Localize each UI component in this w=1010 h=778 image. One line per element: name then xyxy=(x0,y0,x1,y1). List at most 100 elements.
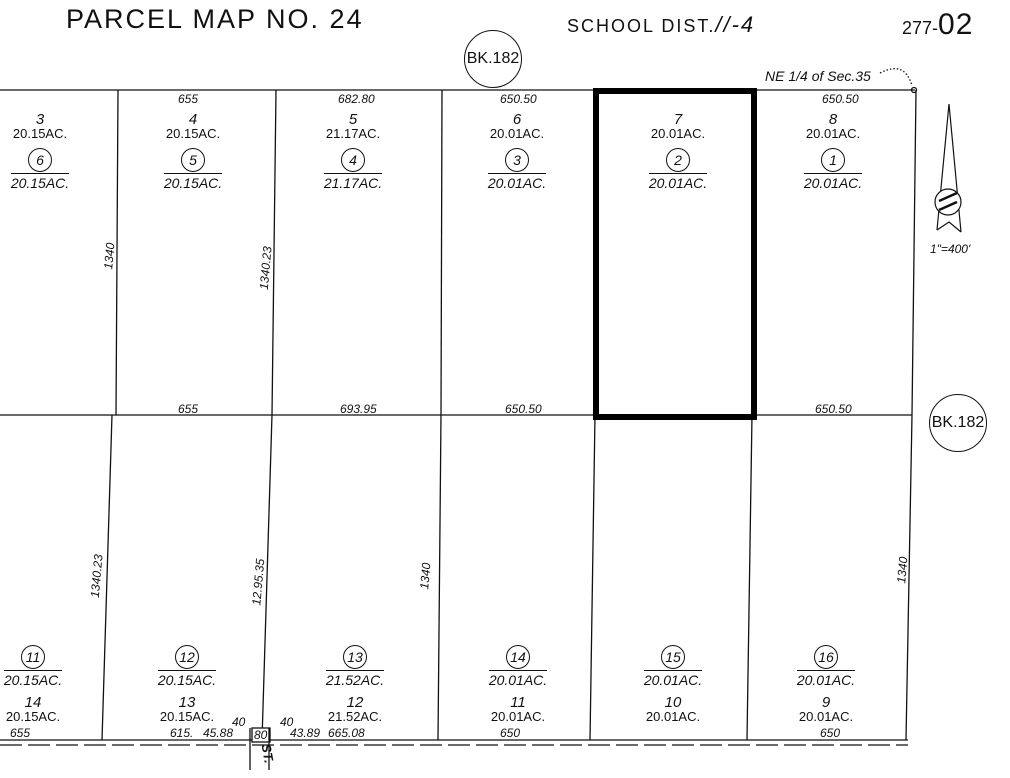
parcel-acreage: 20.01AC. xyxy=(796,670,856,688)
street-label: ST. xyxy=(258,742,277,765)
dim-bottom-1: 655 xyxy=(10,726,31,740)
lot-number: 13 xyxy=(178,694,196,711)
dim-bottom-5: 665.08 xyxy=(328,726,365,740)
street-width: 80 xyxy=(254,728,268,742)
parcel-acreage: 20.01AC. xyxy=(648,173,708,191)
lot-number: 5 xyxy=(348,111,358,128)
vdim-top-2: 1340.23 xyxy=(256,245,275,291)
lot-number: 10 xyxy=(664,694,682,711)
parcel-number-circle: 6 xyxy=(28,148,52,172)
lot-number: 9 xyxy=(821,694,831,711)
parcel-number-circle: 5 xyxy=(181,148,205,172)
parcel-number-circle: 11 xyxy=(21,645,45,669)
lot-number: 3 xyxy=(35,111,45,128)
dim-top-1: 655 xyxy=(178,92,199,106)
school-district-label: SCHOOL DIST. xyxy=(567,16,716,36)
vdim-bottom-4: 1340 xyxy=(894,556,911,584)
dim-bottom-7: 650 xyxy=(820,726,841,740)
parcel-number-circle: 2 xyxy=(666,148,690,172)
parcel-acreage: 20.15AC. xyxy=(10,173,70,191)
map-title: PARCEL MAP NO. 24 xyxy=(66,4,364,34)
vdim-bottom-1: 1340.23 xyxy=(87,553,106,599)
parcel-number-circle: 16 xyxy=(814,645,838,669)
parcel-number-circle: 12 xyxy=(175,645,199,669)
school-district-value: //-4 xyxy=(715,12,756,37)
dim-bottom-6: 650 xyxy=(500,726,521,740)
parcel-number-circle: 15 xyxy=(661,645,685,669)
sheet-number: 277-02 xyxy=(902,8,973,42)
lot-acreage: 20.01AC. xyxy=(645,709,701,724)
lot-acreage: 21.52AC. xyxy=(327,709,383,724)
highlighted-parcel-outline xyxy=(593,88,757,420)
lot-number: 7 xyxy=(673,111,683,128)
parcel-number-circle: 1 xyxy=(821,148,845,172)
parcel-acreage: 20.15AC. xyxy=(3,670,63,688)
lot-number: 8 xyxy=(828,111,838,128)
east-boundary-top xyxy=(911,89,917,416)
dim-bottom-3: 45.88 xyxy=(203,726,234,740)
lot-number: 6 xyxy=(512,111,522,128)
parcel-number-circle: 13 xyxy=(343,645,367,669)
lot-number: 4 xyxy=(188,111,198,128)
parcel-acreage: 20.01AC. xyxy=(803,173,863,191)
lot-number: 14 xyxy=(24,694,42,711)
dim-mid-1: 655 xyxy=(178,402,199,416)
vdim-bottom-3: 1340 xyxy=(417,562,434,590)
parcel-number-circle: 3 xyxy=(505,148,529,172)
lot-acreage: 20.15AC. xyxy=(159,709,215,724)
dim-mid-4: 650.50 xyxy=(815,402,852,416)
lot-number: 11 xyxy=(510,694,526,711)
north-arrow-icon xyxy=(934,103,962,233)
parcel-acreage: 21.17AC. xyxy=(323,173,383,191)
book-ref-right[interactable]: BK.182 xyxy=(929,394,987,452)
parcel-acreage: 21.52AC. xyxy=(325,670,385,688)
dim-bottom-4: 43.89 xyxy=(290,726,321,740)
parcel-number-circle: 4 xyxy=(341,148,365,172)
book-ref-right-label: BK.182 xyxy=(931,414,985,431)
book-ref-top-label: BK.182 xyxy=(466,50,520,67)
lot-number: 12 xyxy=(346,694,364,711)
dim-top-3: 650.50 xyxy=(500,92,537,106)
lot-acreage: 21.17AC. xyxy=(325,126,381,141)
street-offset-left: 40 xyxy=(232,715,246,729)
parcel-acreage: 20.01AC. xyxy=(488,670,548,688)
lot-acreage: 20.01AC. xyxy=(490,709,546,724)
parcel-acreage: 20.15AC. xyxy=(163,173,223,191)
book-ref-top[interactable]: BK.182 xyxy=(464,30,522,88)
parcel-acreage: 20.15AC. xyxy=(157,670,217,688)
scale-label: 1"=400' xyxy=(930,242,971,256)
lot-acreage: 20.15AC. xyxy=(12,126,68,141)
dim-top-2: 682.80 xyxy=(338,92,375,106)
parcel-number-circle: 14 xyxy=(506,645,530,669)
sheet-suffix: 02 xyxy=(938,8,974,41)
dim-mid-3: 650.50 xyxy=(505,402,542,416)
parcel-acreage: 20.01AC. xyxy=(643,670,703,688)
dim-bottom-2: 615. xyxy=(170,726,194,740)
vdim-top-1: 1340 xyxy=(101,242,118,270)
